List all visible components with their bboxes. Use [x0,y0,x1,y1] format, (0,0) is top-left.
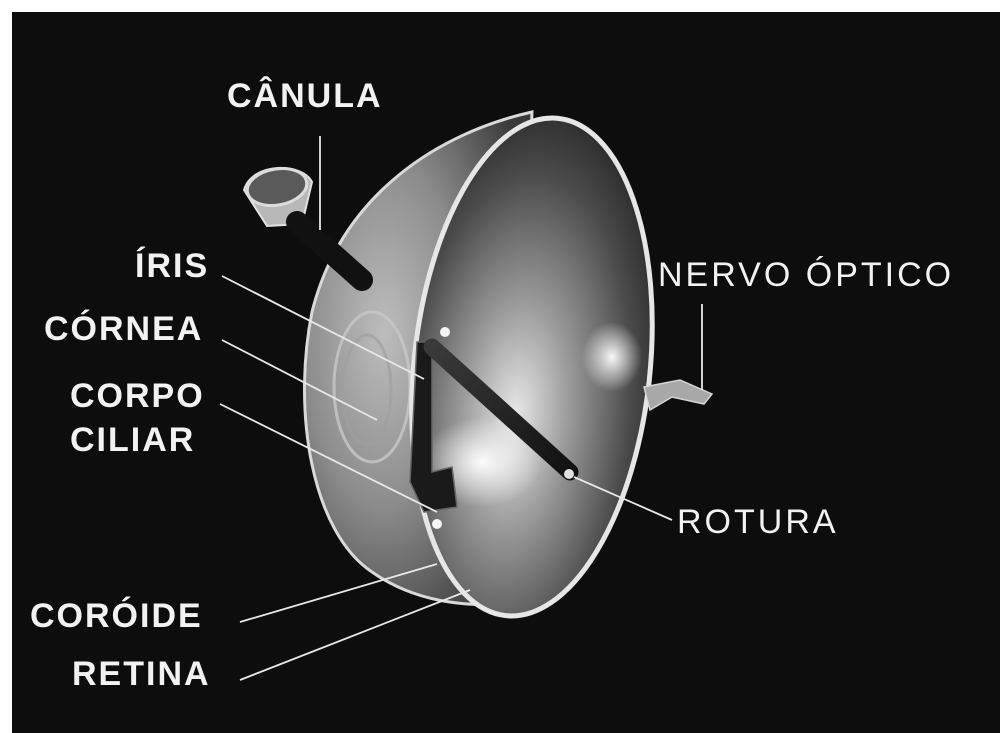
retina-leader [240,590,470,680]
coroide-leader [240,564,437,622]
label-rotura: ROTURA [677,505,839,539]
eye-cross-section-figure: CÂNULA ÍRIS CÓRNEA CORPO CILIAR CORÓIDE … [12,12,1000,733]
label-canula: CÂNULA [227,79,383,113]
label-iris: ÍRIS [135,249,209,283]
label-corpo: CORPO [70,374,205,418]
label-corpo-ciliar: CORPO CILIAR [70,374,205,462]
label-ciliar: CILIAR [70,418,205,462]
label-retina: RETINA [72,657,211,691]
cannula [244,164,362,280]
label-coroide: CORÓIDE [30,599,203,633]
label-nervo-optico: NERVO ÓPTICO [658,258,954,292]
label-cornea: CÓRNEA [44,312,203,346]
